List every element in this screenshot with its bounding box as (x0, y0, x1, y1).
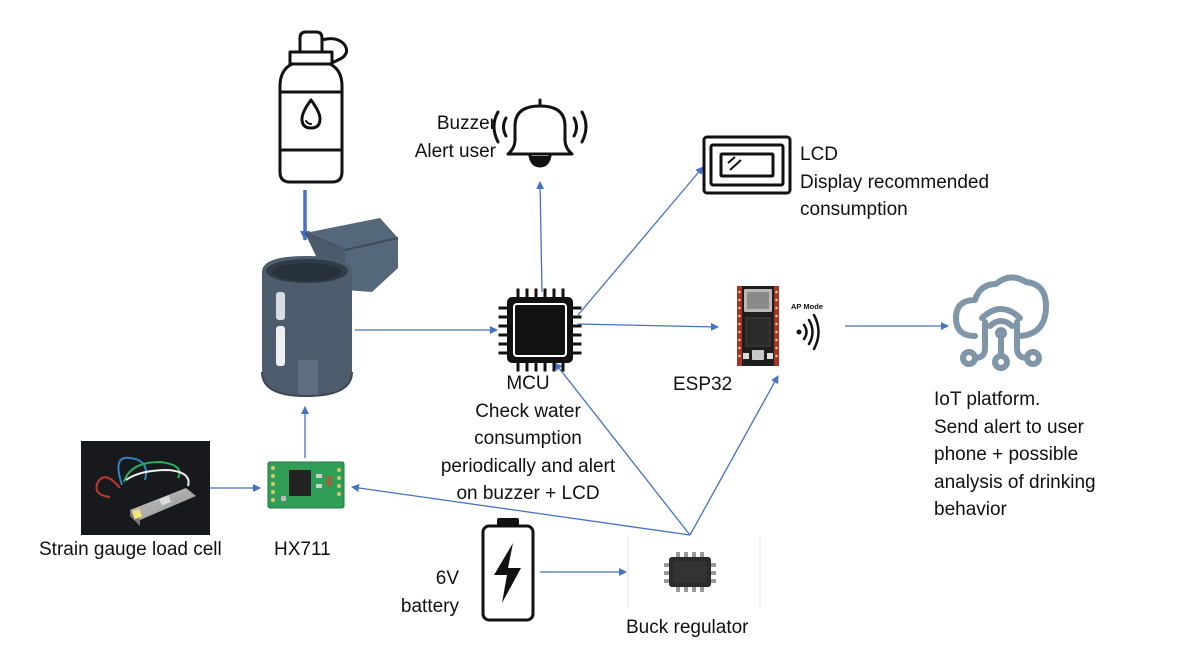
buzzer-label: Buzzer Alert user (415, 110, 496, 165)
arrow-mcu-to-esp32 (577, 322, 719, 331)
lcd-title: LCD (800, 144, 839, 165)
buzzer-title: Buzzer (436, 113, 496, 134)
arrow-mcu-to-lcd (577, 166, 704, 316)
mcu-description-line-2: consumption (474, 428, 582, 449)
bottle-holder-icon (261, 218, 399, 398)
arrow-mcu-to-buzzer (536, 181, 545, 293)
arrow-buck-to-hx711 (351, 484, 691, 536)
hx711-board-icon (267, 461, 345, 509)
battery-charging-icon (481, 518, 535, 622)
mcu-description-line-1: Check water (475, 400, 581, 422)
ap-mode-label: AP Mode (791, 302, 823, 311)
mcu-description-line-3: periodically and alert (440, 455, 616, 477)
battery-label: 6V battery (401, 565, 459, 620)
arrow-buck-to-mcu (554, 362, 691, 536)
microcontroller-chip-icon (498, 288, 582, 372)
hx711-label: HX711 (274, 539, 331, 560)
lcd-description-line-1: Display recommended (800, 171, 990, 193)
lcd-display-icon (702, 135, 792, 195)
lcd-description-line-2: consumption (800, 199, 908, 220)
mcu-description-line-4: on buzzer + LCD (456, 483, 600, 504)
connection-arrows (210, 166, 949, 576)
battery-voltage: 6V (435, 568, 459, 589)
iot-title: IoT platform. (934, 389, 1041, 410)
cloud-iot-icon (953, 274, 1049, 371)
wifi-signal-icon (796, 313, 820, 351)
arrow-buck-to-esp32 (689, 375, 779, 536)
iot-platform-label: IoT platform. Send alert to user phone +… (934, 386, 1096, 524)
iot-description-line-2: phone + possible (934, 444, 1079, 465)
alarm-bell-icon (492, 98, 588, 168)
lcd-label: LCD Display recommended consumption (800, 141, 989, 224)
esp32-board-icon (737, 286, 779, 366)
iot-description-line-1: Send alert to user (934, 416, 1084, 438)
mcu-label: MCU Check water consumption periodically… (400, 370, 656, 508)
buck-regulator-chip-icon (627, 536, 761, 608)
load-cell-label: Strain gauge load cell (39, 539, 222, 560)
iot-description-line-4: behavior (934, 499, 1007, 520)
iot-description-line-3: analysis of drinking (934, 471, 1096, 493)
water-bottle-icon (278, 30, 349, 184)
buck-regulator-label: Buck regulator (626, 617, 749, 638)
buzzer-description: Alert user (414, 140, 496, 162)
mcu-title: MCU (506, 373, 550, 394)
load-cell-photo (81, 441, 210, 535)
battery-title: battery (400, 595, 459, 617)
esp32-label: ESP32 (673, 374, 733, 395)
